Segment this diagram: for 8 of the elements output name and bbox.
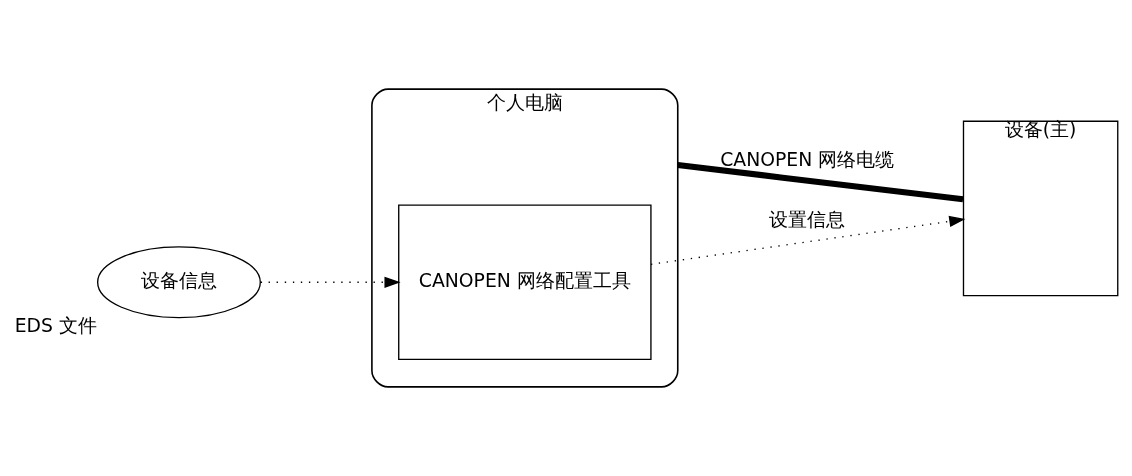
connector — [677, 162, 964, 203]
node-box: CANOPEN 网络配置工具 — [398, 204, 652, 361]
edge-label: CANOPEN 网络电缆 — [720, 148, 895, 170]
edge-label: 设置信息 — [769, 209, 846, 231]
node-label: EDS 文件 — [14, 315, 97, 337]
arrow — [260, 276, 401, 288]
arrow — [650, 215, 966, 265]
node-ellipse: 设备信息 — [97, 246, 261, 319]
